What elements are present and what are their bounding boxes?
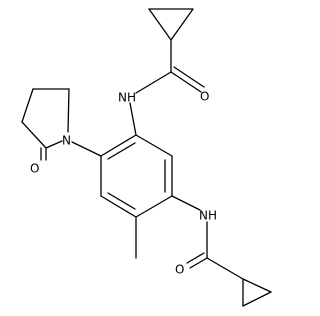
bond bbox=[45, 140, 63, 149]
carbonyl-bond-top-1 bbox=[170, 71, 202, 93]
bond bbox=[170, 8, 194, 41]
atom-label-amide-nh-top: NH bbox=[118, 91, 136, 105]
bond bbox=[135, 195, 173, 218]
atom-label-amide-nh-bottom: NH bbox=[199, 209, 217, 223]
carbonyl-bond-bottom-1 bbox=[189, 257, 208, 269]
bond-inner bbox=[107, 142, 136, 160]
bond bbox=[242, 278, 272, 293]
bond-ring-n-lactam bbox=[71, 141, 102, 157]
pyrrolidinone-ring bbox=[21, 88, 70, 149]
bond bbox=[21, 121, 47, 149]
structure-canvas: O N NH O NH O bbox=[21, 8, 272, 307]
atom-label-lactam-nitrogen: N bbox=[62, 134, 71, 148]
atom-label-lactam-oxygen: O bbox=[30, 162, 39, 176]
bond bbox=[100, 134, 137, 157]
benzene-ring bbox=[100, 134, 173, 218]
bond bbox=[100, 195, 137, 218]
bond bbox=[135, 134, 173, 157]
bond-ring-nh-bottom bbox=[171, 195, 201, 211]
atom-label-carbonyl-oxygen-top: O bbox=[200, 90, 209, 104]
bond-nh-ring-top bbox=[129, 102, 137, 136]
carbonyl-bond-bottom-2 bbox=[186, 252, 205, 264]
bond bbox=[21, 88, 34, 123]
cyclopropyl-top bbox=[148, 8, 194, 41]
carbonyl-bond-top-2 bbox=[173, 66, 205, 88]
bond-carbonyl-cyclopropyl-bottom bbox=[206, 257, 244, 280]
amide-bond-top bbox=[135, 71, 172, 94]
bond bbox=[67, 88, 70, 133]
atom-label-carbonyl-oxygen-bottom: O bbox=[175, 263, 184, 277]
bond-inner bbox=[107, 192, 136, 210]
bond bbox=[242, 291, 272, 307]
molecule-drawing: O N NH O NH O bbox=[21, 8, 272, 307]
bond bbox=[148, 8, 172, 41]
cyclopropyl-bottom bbox=[242, 278, 272, 307]
